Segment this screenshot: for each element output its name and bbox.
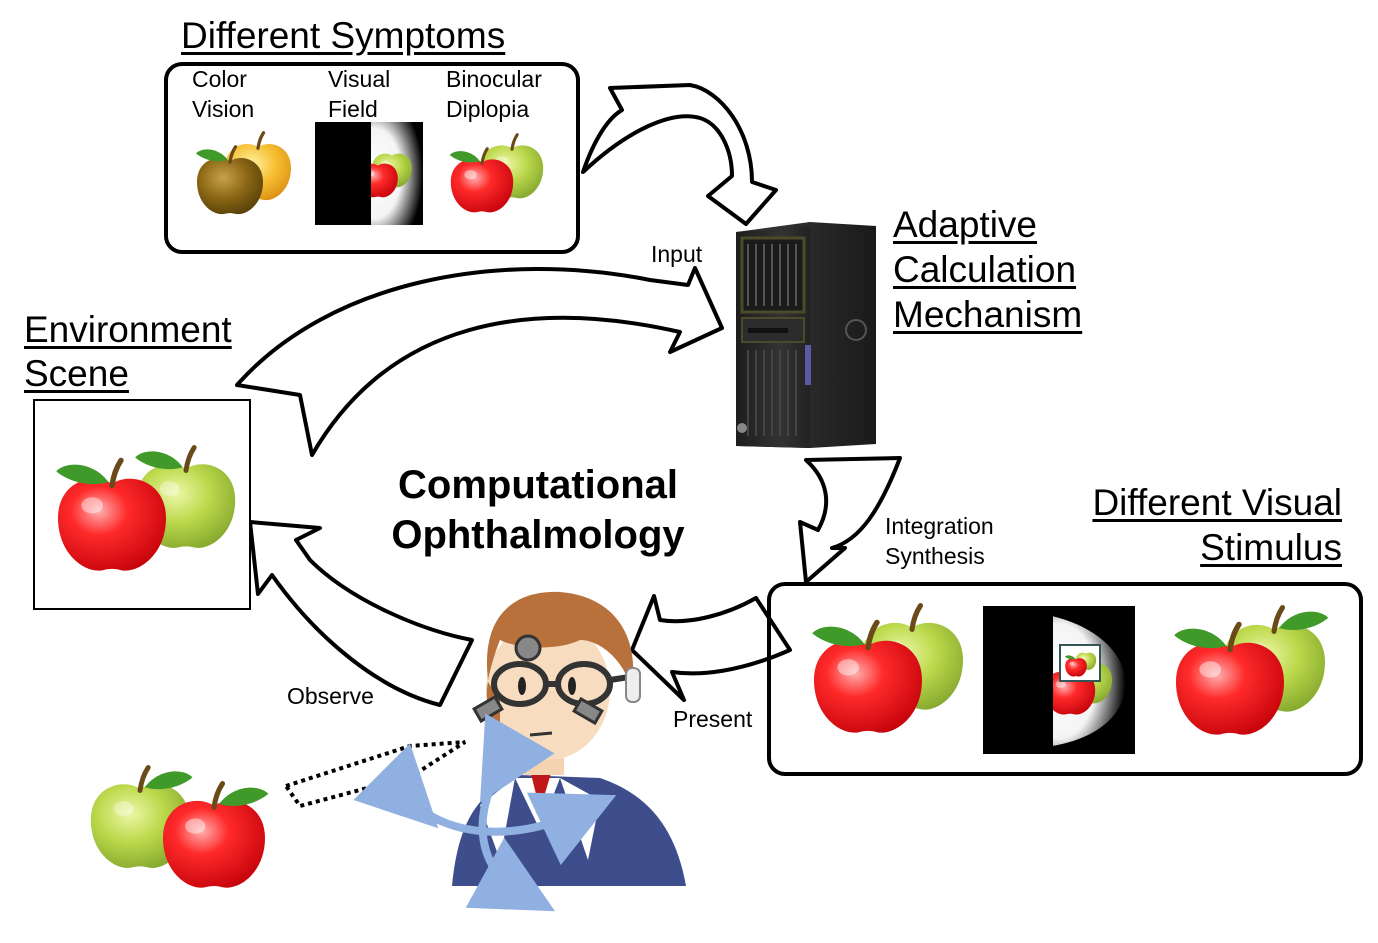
visual-field-image	[315, 122, 423, 225]
arrow-stimulus-to-person	[630, 594, 792, 702]
symptom-label-color-line1: Color	[192, 66, 247, 92]
heading-different-symptoms: Different Symptoms	[181, 15, 506, 56]
symptoms-box	[164, 62, 580, 254]
symptom-label-diplopia-line2: Diplopia	[446, 96, 530, 122]
heading-adaptive-line2: Calculation	[893, 249, 1077, 290]
center-title: Computational Ophthalmology	[370, 460, 706, 560]
gaze-lines	[282, 740, 467, 809]
heading-visual-stimulus-line1: Different Visual	[1092, 482, 1342, 523]
person-illustration	[353, 591, 686, 912]
center-title-line2: Ophthalmology	[391, 513, 685, 557]
arrow-person-to-environment	[248, 520, 474, 707]
symptom-label-field-line2: Field	[328, 96, 378, 122]
arrow-symptoms-to-computer	[581, 83, 778, 226]
heading-environment-line1: Environment	[24, 309, 232, 350]
stimulus-box	[767, 582, 1363, 776]
label-input: Input	[651, 241, 703, 267]
real-apples	[90, 768, 269, 888]
arrow-environment-to-computer	[235, 266, 724, 457]
heading-environment-line2: Scene	[24, 353, 129, 394]
symptom-label-diplopia-line1: Binocular	[446, 66, 542, 92]
stimulus-visual-field	[983, 606, 1135, 754]
heading-adaptive-line3: Mechanism	[893, 294, 1083, 335]
center-title-line1: Computational	[398, 463, 678, 507]
label-observe: Observe	[287, 683, 374, 709]
label-integration: Integration	[885, 513, 994, 539]
label-synthesis: Synthesis	[885, 543, 985, 569]
symptom-label-field-line1: Visual	[328, 66, 391, 92]
heading-adaptive-line1: Adaptive	[893, 204, 1037, 245]
computer-tower-image	[736, 222, 876, 448]
label-present: Present	[673, 706, 753, 732]
arrow-computer-to-stimulus	[798, 456, 902, 584]
heading-visual-stimulus-line2: Stimulus	[1200, 527, 1342, 568]
symptom-label-color-line2: Vision	[192, 96, 255, 122]
